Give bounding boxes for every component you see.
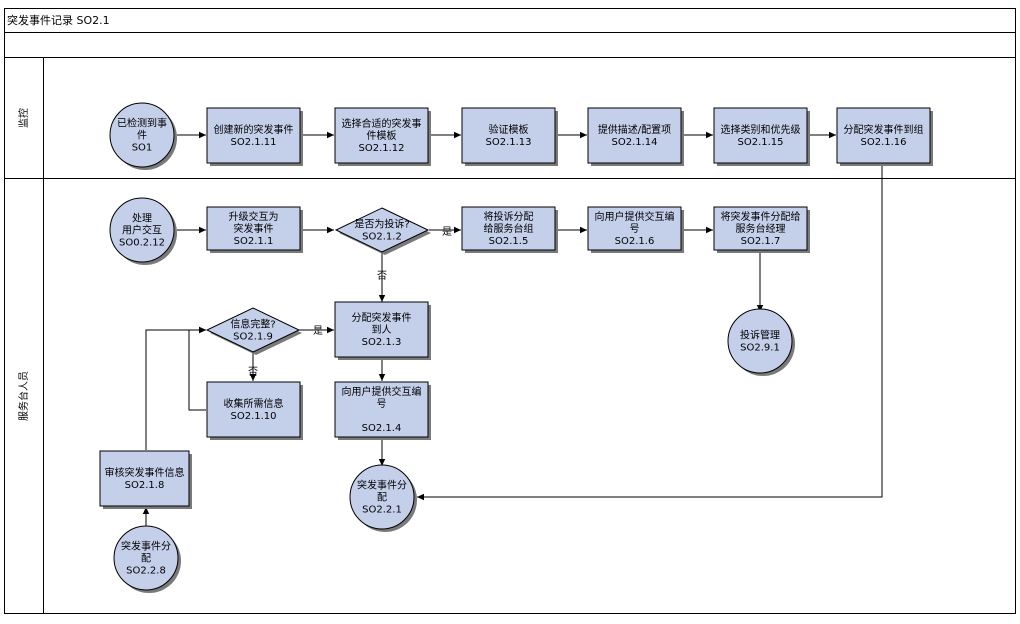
node-label-line: 信息完整?: [230, 318, 275, 331]
node-label-line: 已检测到事: [117, 117, 167, 130]
node-label-line: SO2.2.8: [126, 566, 166, 577]
label-yes-complete: 是: [313, 325, 323, 337]
node-label-line: 创建新的突发事件: [214, 123, 294, 136]
node-label-line: SO2.1.13: [485, 137, 531, 148]
node-label-line: SO2.1.1: [234, 236, 274, 247]
node-label-line: 投诉管理: [740, 329, 780, 342]
node-label-line: SO2.1.16: [860, 137, 906, 148]
decision-is-complaint[interactable]: 是否为投诉?SO2.1.2: [334, 207, 431, 255]
node-label-line: 将突发事件分配给: [721, 210, 801, 223]
node-label-line: 配: [377, 492, 387, 504]
node-label-line: 处理: [132, 213, 152, 225]
node-label-line: SO2.1.14: [611, 137, 657, 148]
node-label-line: 号: [377, 398, 387, 410]
node-label-line: 突发事件分: [357, 479, 407, 492]
decision-info-complete[interactable]: 信息完整?SO2.1.9: [205, 307, 302, 355]
edge-2-1-16-to-2-2-1: [417, 162, 883, 501]
diagram-frame: [4, 8, 1016, 614]
node-label-line: 突发事件分: [121, 540, 171, 553]
node-label-line: 分配突发事件到组: [844, 123, 924, 136]
lane-label-servicedesk: 服务台人员: [17, 371, 30, 421]
node-label-line: 突发事件: [234, 222, 274, 235]
node-label-line: 验证模板: [489, 123, 529, 136]
node-label-line: SO2.9.1: [740, 343, 780, 354]
node-label-line: SO2.1.12: [358, 143, 404, 154]
node-label-line: 向用户提供交互编: [595, 210, 675, 223]
node-label-line: 审核突发事件信息: [105, 466, 185, 479]
node-label-line: SO2.1.4: [362, 423, 402, 434]
label-yes-complaint: 是: [442, 226, 452, 238]
node-label-line: SO2.1.10: [230, 411, 276, 422]
node-label-line: SO2.1.6: [615, 236, 655, 247]
node-label-line: SO2.1.15: [737, 137, 783, 148]
node-label-line: 配: [141, 553, 151, 565]
node-label-line: SO2.1.3: [362, 337, 402, 348]
node-label-line: 给服务台组: [484, 222, 534, 235]
node-label-line: 提供描述/配置项: [598, 123, 671, 136]
node-label-line: 将投诉分配: [484, 210, 534, 223]
connectors: [142, 131, 883, 526]
node-label-line: SO2.1.8: [125, 480, 165, 491]
node-label-line: 向用户提供交互编: [342, 385, 422, 398]
edge-2-1-10-to-2-1-9: [188, 326, 206, 411]
node-label-line: 是否为投诉?: [354, 218, 409, 231]
label-no-complaint: 否: [377, 270, 387, 282]
node-label-line: SO2.1.11: [230, 137, 276, 148]
node-label-line: 号: [630, 223, 640, 235]
node-label-line: SO2.2.1: [362, 505, 402, 516]
node-label-line: 服务台经理: [736, 222, 786, 235]
node-label-line: SO2.1.5: [489, 236, 529, 247]
node-label-line: SO0.2.12: [119, 238, 165, 249]
node-label-line: SO1: [132, 143, 153, 154]
lane-label-monitor: 监控: [17, 108, 30, 128]
node-label-line: 升级交互为: [229, 210, 279, 223]
node-label-line: 件模板: [367, 129, 397, 142]
node-label-line: 用户交互: [122, 224, 162, 237]
node-label-line: 收集所需信息: [224, 397, 284, 410]
node-label-line: 选择合适的突发事: [342, 117, 422, 130]
node-label-line: 件: [137, 130, 147, 142]
diagram-title: 突发事件记录 SO2.1: [7, 13, 110, 27]
label-no-complete: 否: [248, 366, 258, 378]
edge-2-1-8-to-2-1-9: [145, 326, 206, 450]
node-label-line: 分配突发事件: [352, 311, 412, 324]
node-label-line: SO2.1.9: [233, 332, 273, 343]
node-label-line: SO2.1.2: [362, 232, 402, 243]
node-label-line: 到人: [372, 324, 392, 336]
node-label-line: SO2.1.7: [741, 236, 781, 247]
node-label-line: 选择类别和优先级: [721, 123, 801, 136]
